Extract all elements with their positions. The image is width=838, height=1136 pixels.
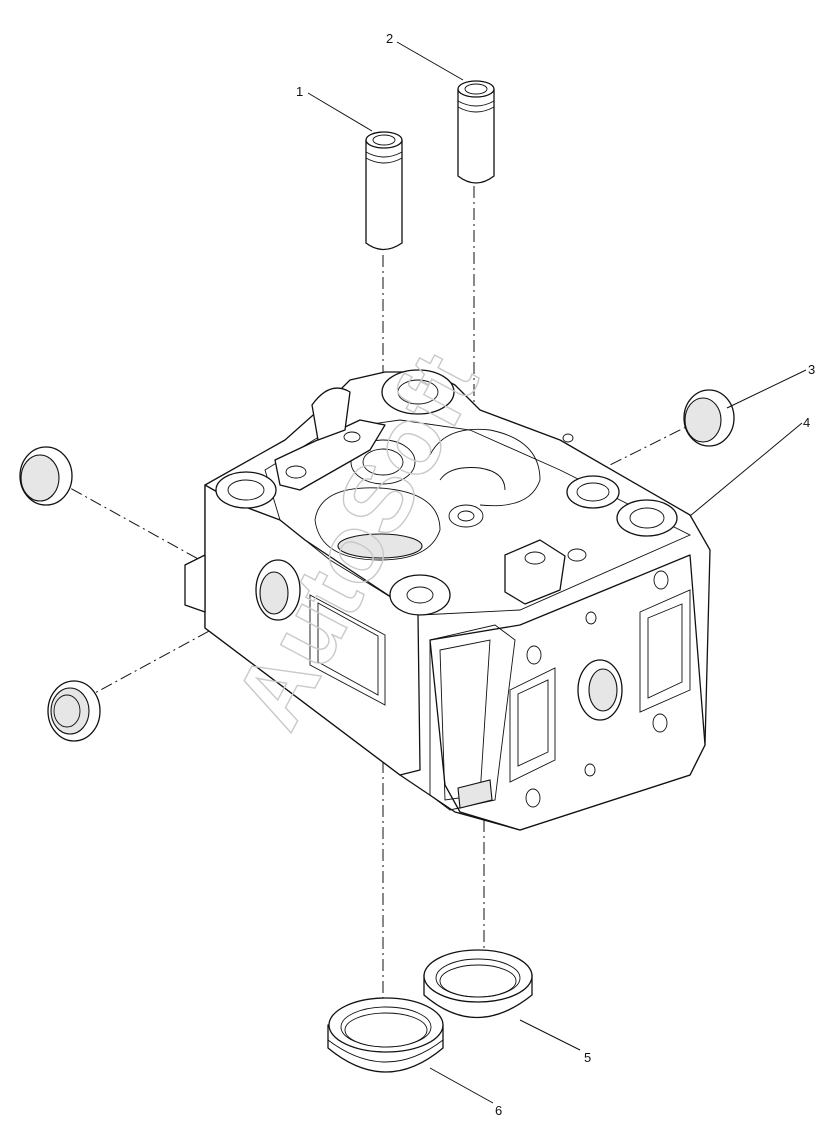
expansion-plug-part-3 xyxy=(683,389,735,447)
callout-5: 5 xyxy=(584,1050,591,1065)
valve-guide-part-1 xyxy=(365,131,403,251)
callout-3: 3 xyxy=(808,362,815,377)
callout-1: 1 xyxy=(296,84,303,99)
valve-guide-part-2 xyxy=(457,80,495,184)
leader-lines xyxy=(307,41,807,1104)
callout-4: 4 xyxy=(803,415,810,430)
valve-seat-part-6 xyxy=(327,997,444,1073)
callout-6: 6 xyxy=(495,1103,502,1118)
valve-seat-part-5 xyxy=(423,949,533,1019)
callout-labels: 1 2 3 4 5 6 xyxy=(296,31,815,1118)
expansion-plug-lower-left xyxy=(47,680,101,742)
callout-2: 2 xyxy=(386,31,393,46)
cylinder-head-part-4 xyxy=(184,369,711,831)
expansion-plug-upper-left xyxy=(19,446,73,506)
